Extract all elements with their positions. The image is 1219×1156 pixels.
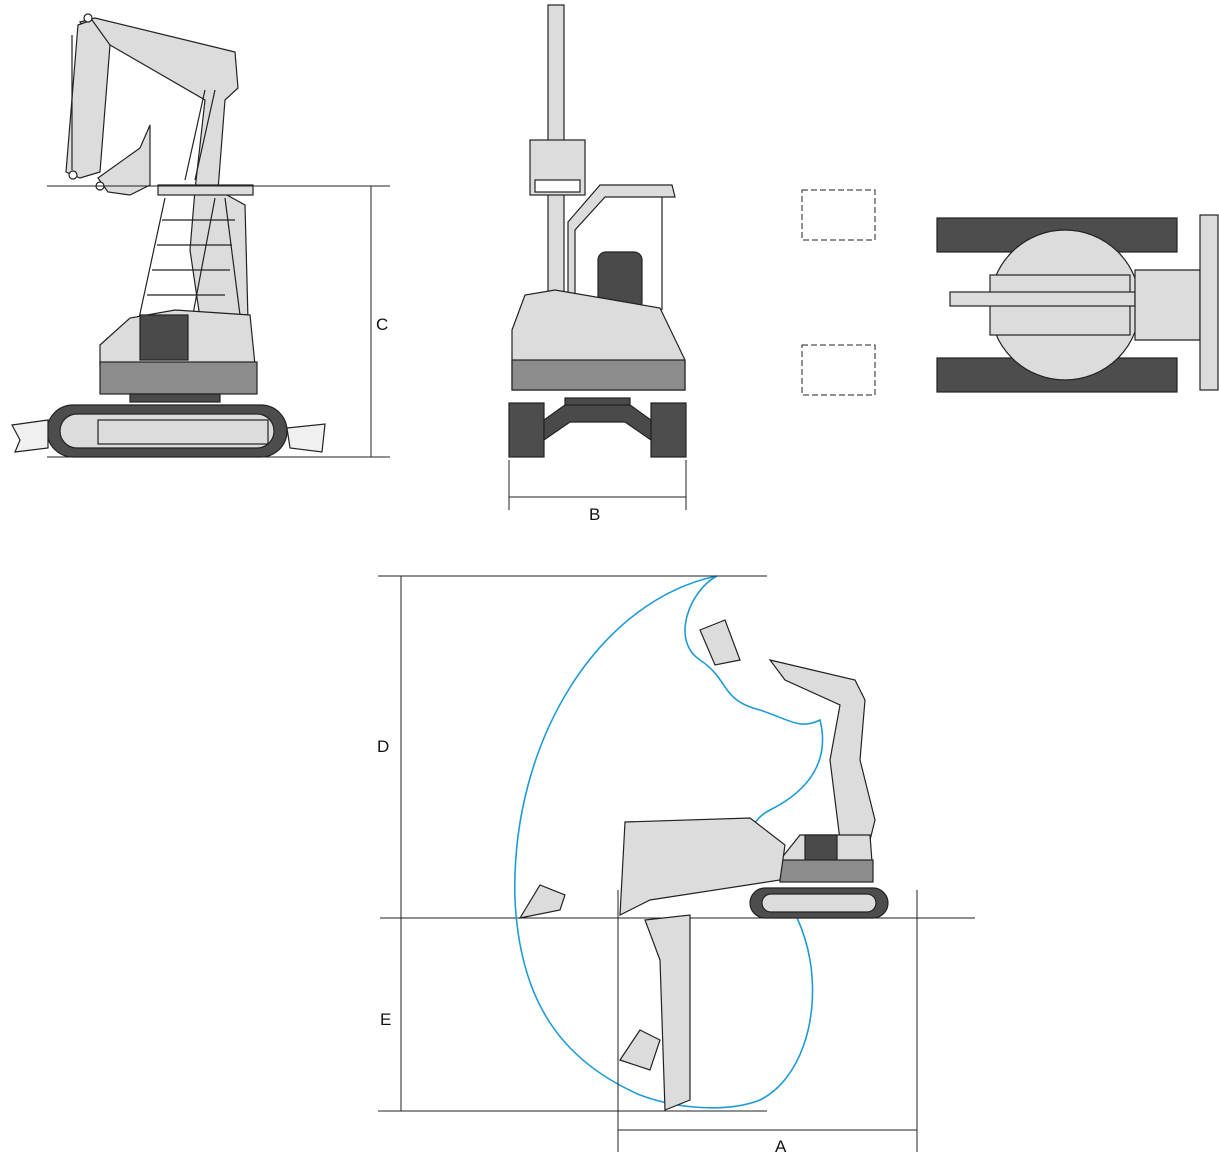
range-ghost-arm-down bbox=[644, 914, 691, 1111]
track-shoe-detail bbox=[801, 189, 876, 396]
range-bucket-top bbox=[699, 619, 741, 666]
blade-right bbox=[286, 423, 326, 453]
boom-cylinder-2 bbox=[194, 89, 216, 181]
top-view bbox=[936, 214, 1219, 393]
blade-arm-top bbox=[1134, 269, 1201, 341]
track-shoe-upper bbox=[801, 189, 876, 241]
range-bucket-left bbox=[518, 884, 566, 919]
bucket bbox=[97, 124, 151, 196]
track-shoe-lower bbox=[801, 344, 876, 396]
reach-envelope bbox=[514, 575, 824, 1109]
range-dimension-lines bbox=[378, 575, 918, 1152]
machine-range-view bbox=[518, 619, 889, 1111]
arm-head-slot bbox=[534, 179, 581, 193]
blade-left bbox=[11, 419, 49, 453]
dimension-c bbox=[47, 185, 390, 458]
swing-bearing bbox=[129, 393, 221, 403]
track-right bbox=[650, 402, 687, 458]
dimension-e-label: E bbox=[380, 1010, 391, 1029]
dimension-a-label: A bbox=[775, 1137, 787, 1156]
counterweight bbox=[99, 361, 258, 395]
dimension-d-label: D bbox=[377, 737, 389, 756]
track-left bbox=[508, 402, 545, 458]
pin bbox=[68, 170, 78, 180]
working-range bbox=[378, 575, 975, 1152]
dimension-b bbox=[508, 460, 687, 510]
ladder-rungs bbox=[147, 219, 235, 296]
boom-cylinder bbox=[184, 89, 206, 181]
range-seat bbox=[804, 834, 838, 861]
dimension-c-label: C bbox=[376, 315, 388, 334]
range-track-frame bbox=[761, 893, 877, 913]
front-view bbox=[508, 4, 687, 458]
track-frame-inner bbox=[97, 419, 269, 445]
side-view bbox=[11, 13, 326, 458]
blade-top bbox=[1199, 214, 1219, 391]
boom-top bbox=[949, 291, 1136, 307]
canopy-roof bbox=[157, 184, 254, 196]
body-bottom bbox=[511, 359, 686, 391]
range-counterweight bbox=[779, 859, 874, 883]
dimension-b-label: B bbox=[589, 505, 600, 524]
range-ghost-arm-front bbox=[619, 817, 786, 916]
undercarriage bbox=[543, 404, 652, 442]
seat bbox=[139, 314, 189, 361]
range-bucket-deep bbox=[619, 1029, 661, 1071]
pin bbox=[83, 13, 93, 23]
